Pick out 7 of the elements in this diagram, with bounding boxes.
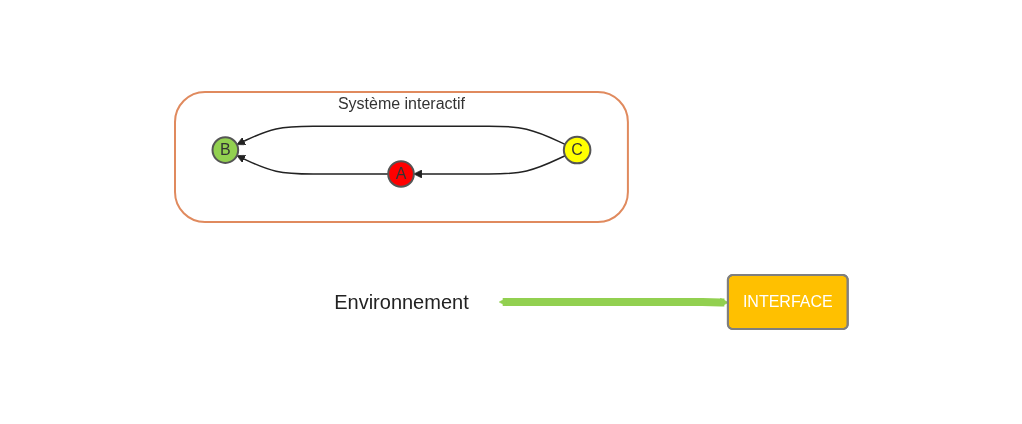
node-circle: B <box>211 136 239 164</box>
arrow <box>236 125 566 146</box>
node-text: Environnement <box>333 291 469 314</box>
node-circle: A <box>386 160 415 188</box>
node-circle: C <box>562 135 592 165</box>
arrow <box>498 297 729 307</box>
arrow <box>413 154 566 179</box>
